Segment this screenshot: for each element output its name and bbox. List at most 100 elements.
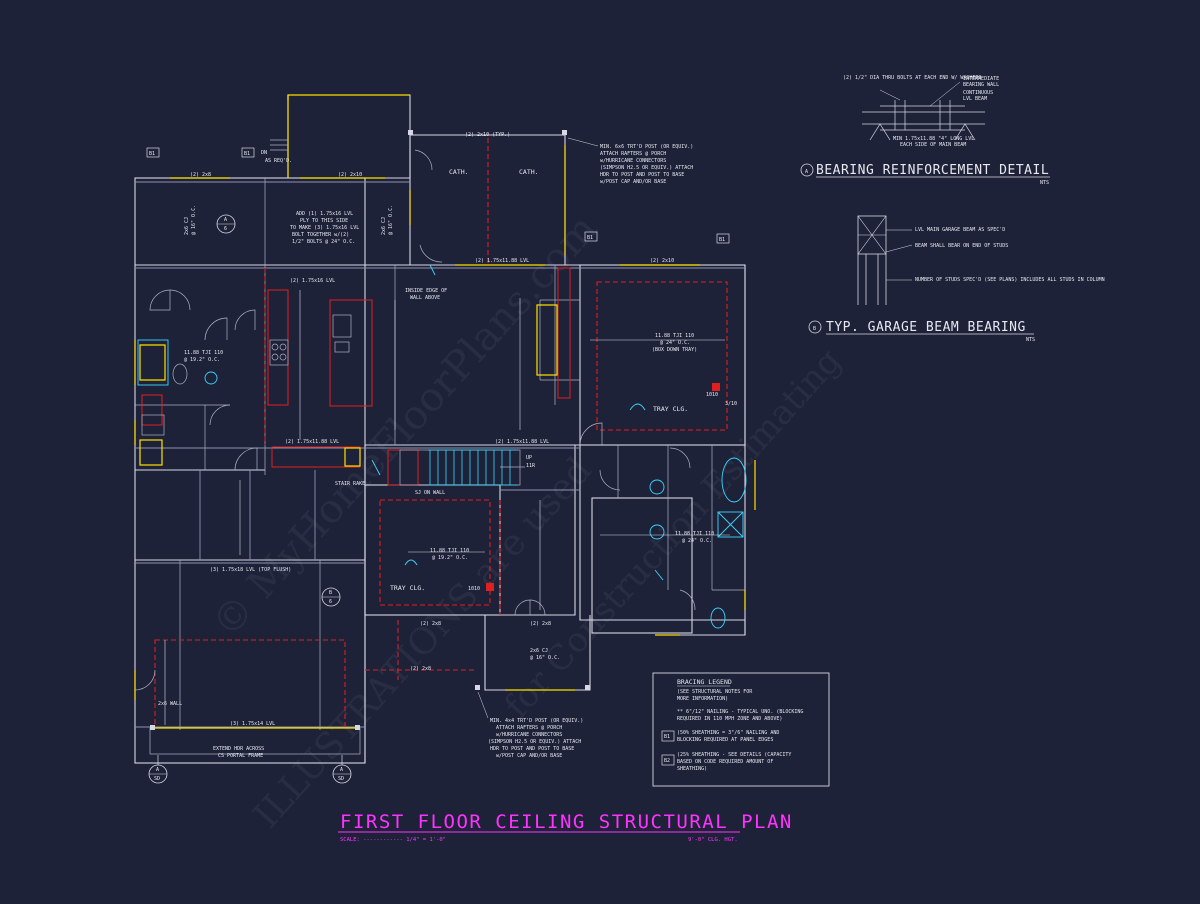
- garage-wall-label: 2x6 WALL: [158, 701, 182, 707]
- beam-lvl-16: (2) 1.75x16 LVL: [290, 278, 335, 284]
- door-swings: [134, 149, 696, 691]
- svg-text:NTS: NTS: [1040, 180, 1049, 186]
- inside-edge-line2: WALL ABOVE: [410, 295, 440, 301]
- svg-text:BLOCKING REQUIRED AT PANEL EDG: BLOCKING REQUIRED AT PANEL EDGES: [677, 737, 773, 743]
- svg-text:(50% SHEATHING = 3"/6" NAILING: (50% SHEATHING = 3"/6" NAILING AND: [677, 730, 779, 736]
- svg-text:** 6"/12" NAILING - TYPICAL UN: ** 6"/12" NAILING - TYPICAL UNO. (BLOCKI…: [677, 709, 803, 715]
- stair-up-label: UP: [526, 455, 532, 461]
- svg-text:B1: B1: [587, 235, 593, 241]
- fixtures: [137, 264, 747, 629]
- svg-text:B: B: [813, 326, 816, 332]
- post-1010-a: 1010: [706, 392, 718, 398]
- svg-text:LVL MAIN GARAGE BEAM AS SPEC'D: LVL MAIN GARAGE BEAM AS SPEC'D: [915, 227, 1005, 233]
- tji-a-line2: @ 19.2" O.C.: [184, 357, 220, 363]
- svg-text:CONTINUOUS: CONTINUOUS: [963, 90, 993, 96]
- beam-lvl-1188-c: (2) 1.75x11.88 LVL: [495, 439, 549, 445]
- watermark-line-3: for Construction Estimating: [497, 341, 849, 726]
- cj-1-line2: @ 16" O.C.: [530, 655, 560, 661]
- header-2x8-b: (2) 2x8: [420, 621, 441, 627]
- svg-text:6: 6: [224, 226, 227, 232]
- porch-bottom-note-1: MIN. 4x4 TRT'D POST (OR EQUIV.): [490, 718, 583, 724]
- svg-text:MORE INFORMATION): MORE INFORMATION): [677, 696, 728, 702]
- plan-walls: [134, 94, 746, 764]
- cj-2-line1: 2x6 CJ: [184, 217, 190, 235]
- header-2x10-typ: (2) 2x10 (TYP.): [465, 132, 510, 138]
- svg-text:BEAM SHALL BEAR ON END OF STUD: BEAM SHALL BEAR ON END OF STUDS: [915, 243, 1008, 249]
- header-2x8-d: (2) 2x8: [410, 666, 431, 672]
- svg-text:A: A: [340, 767, 343, 773]
- porch-top-note-2: ATTACH RAFTERS @ PORCH: [600, 151, 666, 157]
- svg-text:B2: B2: [664, 758, 670, 764]
- add-lvl-line4: BOLT TOGETHER w/(2): [292, 232, 349, 238]
- svg-text:EACH SIDE OF MAIN BEAM: EACH SIDE OF MAIN BEAM: [900, 142, 966, 148]
- section-markers: A 6 B 6 A SD A SD: [148, 214, 352, 784]
- porch-top-note-4: (SIMPSON H2.5 OR EQUIV.) ATTACH: [600, 165, 693, 171]
- svg-text:SD: SD: [338, 776, 344, 782]
- watermark-line-1: © MyHomeFloorPlans.com: [203, 206, 606, 647]
- svg-text:(25% SHEATHING - SEE DETAILS (: (25% SHEATHING - SEE DETAILS (CAPACITY: [677, 752, 791, 758]
- detail-a-note-2: INTERMEDIATE: [963, 76, 999, 82]
- svg-text:MIN 1.75x11.88 "4" LONG LVL: MIN 1.75x11.88 "4" LONG LVL: [893, 136, 974, 142]
- as-reqd-label: AS REQ'D.: [265, 158, 292, 164]
- tji-c-line2: @ 19.2" O.C.: [432, 555, 468, 561]
- tji-b-line1: 11.88 TJI 110: [655, 333, 694, 339]
- svg-text:B1: B1: [149, 151, 155, 157]
- cj-3-line2: @ 16" O.C.: [388, 205, 394, 235]
- porch-bottom-note-2: ATTACH RAFTERS @ PORCH: [496, 725, 562, 731]
- sj-on-wall-label: SJ ON WALL: [415, 490, 445, 496]
- svg-text:A: A: [805, 169, 808, 175]
- svg-text:A: A: [156, 767, 159, 773]
- svg-text:B: B: [329, 590, 332, 596]
- tji-b-line2: @ 24" O.C.: [660, 340, 690, 346]
- add-lvl-line3: TO MAKE (3) 1.75x16 LVL: [290, 225, 359, 231]
- porch-bottom-note-6: w/POST CAP AND/OR BASE: [496, 753, 562, 759]
- porch-top-note-1: MIN. 6x6 TRT'D POST (OR EQUIV.): [600, 144, 693, 150]
- porch-bottom-note-5: HDR TO POST AND POST TO BASE: [490, 746, 574, 752]
- post-1010-b: 1010: [468, 586, 480, 592]
- marker-b-mid: B 6: [321, 587, 341, 607]
- add-lvl-line2: PLY TO THIS SIDE: [300, 218, 348, 224]
- svg-text:BASED ON CODE REQUIRED AMOUNT: BASED ON CODE REQUIRED AMOUNT OF: [677, 759, 773, 765]
- tray-ceiling-1: TRAY CLG.: [653, 405, 688, 413]
- detail-b-title: TYP. GARAGE BEAM BEARING: [826, 320, 1026, 335]
- cj-3-line1: 2x6 CJ: [381, 217, 387, 235]
- svg-text:B1: B1: [719, 237, 725, 243]
- porch-bottom-note-4: (SIMPSON H2.5 OR EQUIV.) ATTACH: [488, 739, 581, 745]
- drawing-title: FIRST FLOOR CEILING STRUCTURAL PLAN: [340, 811, 793, 833]
- dn-label: DN: [261, 150, 267, 156]
- porch-top-note-6: w/POST CAP AND/OR BASE: [600, 179, 666, 185]
- windows: [134, 94, 756, 729]
- marker-sec-a1: A SD: [148, 755, 168, 784]
- legend-title: BRACING LEGEND: [677, 678, 732, 686]
- detail-a-title: BEARING REINFORCEMENT DETAIL: [816, 163, 1049, 178]
- tji-a-line1: 11.88 TJI 110: [184, 350, 223, 356]
- svg-text:(2) 1/2" DIA THRU BOLTS AT EAC: (2) 1/2" DIA THRU BOLTS AT EACH END W/ W…: [843, 75, 981, 81]
- porch-bottom-note-3: w/HURRICANE CONNECTORS: [496, 732, 562, 738]
- svg-text:B1: B1: [664, 734, 670, 740]
- header-2x10-a: (2) 2x10: [338, 172, 362, 178]
- span-arrows: [164, 290, 730, 725]
- cath-label-2: CATH.: [519, 168, 539, 176]
- cath-label-1: CATH.: [449, 168, 469, 176]
- tji-b-line3: (BOX DOWN TRAY): [652, 347, 697, 353]
- svg-text:REQUIRED IN 110 MPH ZONE AND A: REQUIRED IN 110 MPH ZONE AND ABOVE): [677, 716, 782, 722]
- plan-labels: CATH. CATH. (2) 2x10 (TYP.) (2) 2x8 (2) …: [158, 132, 737, 759]
- tray-ceiling-2: TRAY CLG.: [390, 584, 425, 592]
- svg-text:SHEATHING): SHEATHING): [677, 766, 707, 772]
- drawing-title-block: FIRST FLOOR CEILING STRUCTURAL PLAN SCAL…: [338, 811, 793, 843]
- add-lvl-line1: ADD (1) 1.75x16 LVL: [296, 211, 353, 217]
- tji-d-line1: 11.88 TJI 110: [675, 531, 714, 537]
- svg-text:A: A: [224, 217, 227, 223]
- svg-text:6: 6: [329, 599, 332, 605]
- extend-hdr-line1: EXTEND HDR ACROSS: [213, 746, 264, 752]
- inside-edge-line1: INSIDE EDGE OF: [405, 288, 447, 294]
- beam-lvl-14: (3) 1.75x14 LVL: [230, 721, 275, 727]
- cj-1-line1: 2x6 CJ: [530, 648, 548, 654]
- add-lvl-line5: 1/2" BOLTS @ 24" O.C.: [292, 239, 355, 245]
- header-2x8-a: (2) 2x8: [190, 172, 211, 178]
- bracing-legend: BRACING LEGEND (SEE STRUCTURAL NOTES FOR…: [652, 672, 830, 787]
- svg-text:B1: B1: [244, 151, 250, 157]
- svg-text:NTS: NTS: [1026, 337, 1035, 343]
- marker-a-top: A 6: [216, 214, 236, 234]
